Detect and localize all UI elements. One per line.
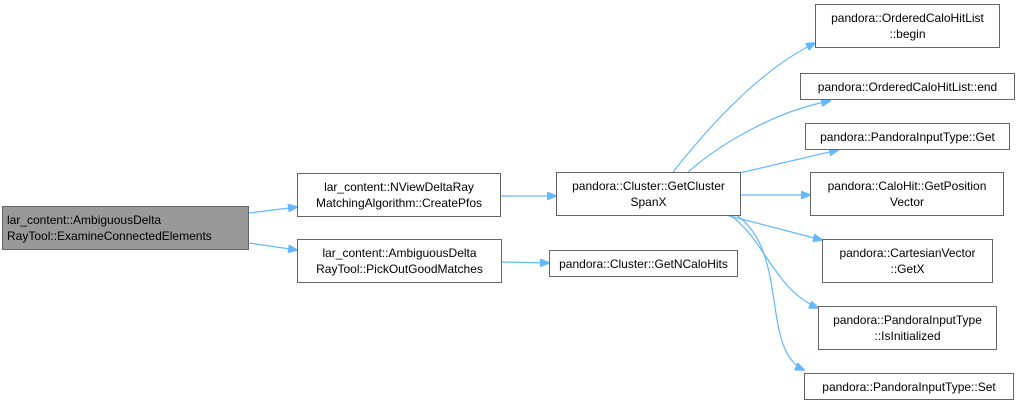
node-get-cluster-spanx[interactable]: pandora::Cluster::GetCluster SpanX — [556, 172, 741, 216]
node-hitlist-end[interactable]: pandora::OrderedCaloHitList::end — [800, 73, 1015, 100]
node-isinit-line2: ::IsInitialized — [874, 329, 941, 343]
node-pick-out-line2: RayTool::PickOutGoodMatches — [316, 262, 483, 276]
node-calohit-get-position-vector[interactable]: pandora::CaloHit::GetPosition Vector — [810, 172, 1004, 216]
node-input-set-line1: pandora::PandoraInputType::Set — [822, 379, 996, 394]
node-input-type-isinitialized[interactable]: pandora::PandoraInputType ::IsInitialize… — [818, 306, 997, 350]
node-isinit-line1: pandora::PandoraInputType — [833, 313, 982, 327]
node-getx-line1: pandora::CartesianVector — [839, 246, 976, 260]
edge-clusterspan-inputget — [734, 150, 838, 175]
edge-clusterspan-isinit — [730, 215, 818, 308]
node-input-type-set[interactable]: pandora::PandoraInputType::Set — [804, 373, 1014, 400]
node-examine-connected-elements[interactable]: lar_content::AmbiguousDelta RayTool::Exa… — [2, 206, 249, 250]
edge-clusterspan-getx — [721, 213, 822, 240]
node-cluster-span-line2: SpanX — [630, 195, 667, 209]
node-hitlist-begin-line1: pandora::OrderedCaloHitList — [831, 11, 984, 25]
node-ncalohits-line1: pandora::Cluster::GetNCaloHits — [559, 256, 728, 271]
node-getx-line2: ::GetX — [890, 262, 925, 276]
node-pick-out-line1: lar_content::AmbiguousDelta — [322, 246, 477, 260]
edge-pickout-ncalohits — [501, 262, 549, 263]
node-create-pfos-line1: lar_content::NViewDeltaRay — [324, 180, 474, 194]
edge-clusterspan-set — [734, 213, 804, 370]
node-calohit-pos-line2: Vector — [889, 195, 925, 209]
node-create-pfos-line2: MatchingAlgorithm::CreatePfos — [315, 196, 483, 210]
node-hitlist-begin-line2: ::begin — [889, 27, 926, 41]
node-examine-line1: lar_content::AmbiguousDelta — [7, 213, 162, 227]
edge-clusterspan-end — [687, 101, 830, 173]
node-cluster-span-line1: pandora::Cluster::GetCluster — [572, 179, 725, 193]
node-examine-line2: RayTool::ExamineConnectedElements — [7, 229, 212, 243]
edge-root-pickout — [248, 242, 297, 250]
node-calohit-pos-line1: pandora::CaloHit::GetPosition — [827, 179, 987, 193]
node-create-pfos[interactable]: lar_content::NViewDeltaRay MatchingAlgor… — [297, 173, 501, 217]
edge-clusterspan-begin — [672, 43, 815, 173]
node-hitlist-end-line1: pandora::OrderedCaloHitList::end — [817, 79, 998, 94]
edge-root-createpfos — [248, 207, 297, 214]
node-cartesian-getx[interactable]: pandora::CartesianVector ::GetX — [822, 239, 993, 283]
node-get-ncalohits[interactable]: pandora::Cluster::GetNCaloHits — [549, 250, 738, 277]
node-input-type-get[interactable]: pandora::PandoraInputType::Get — [805, 123, 1010, 150]
node-input-get-line1: pandora::PandoraInputType::Get — [820, 129, 995, 144]
node-pick-out-good-matches[interactable]: lar_content::AmbiguousDelta RayTool::Pic… — [297, 239, 502, 283]
node-hitlist-begin[interactable]: pandora::OrderedCaloHitList ::begin — [815, 4, 1000, 48]
